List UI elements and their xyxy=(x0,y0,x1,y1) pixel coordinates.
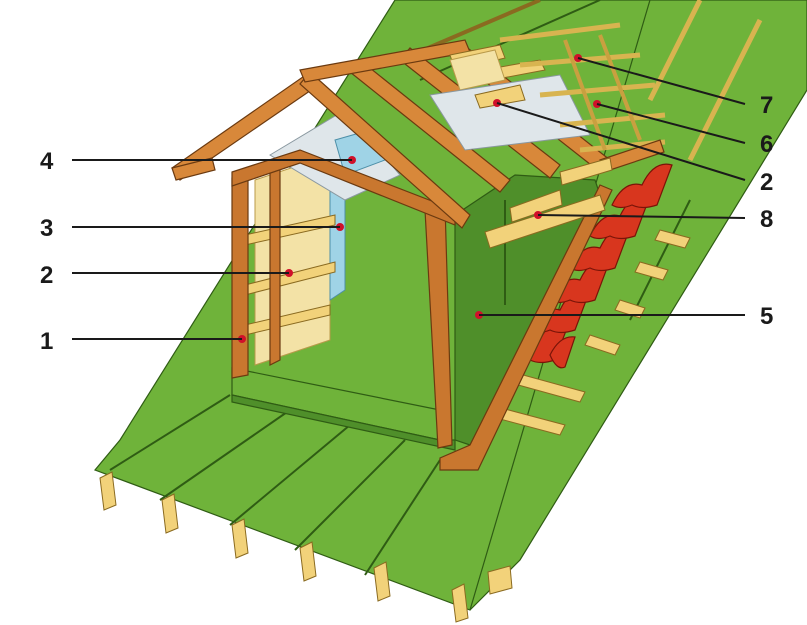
leader-8 xyxy=(537,214,746,219)
dormer-front-frame xyxy=(231,109,456,449)
callout-3: 3 xyxy=(40,215,53,242)
callout-4: 4 xyxy=(40,148,54,175)
callout-1: 1 xyxy=(40,328,53,355)
callout-labels: 4 3 2 1 7 6 2 8 5 xyxy=(40,92,773,355)
rafter-ends xyxy=(99,471,513,623)
leader-2-right xyxy=(496,102,746,181)
lower-roof-strips xyxy=(109,394,441,576)
leader-7 xyxy=(577,57,746,105)
callout-7: 7 xyxy=(760,92,773,119)
dormer-roof xyxy=(171,22,666,249)
leader-6 xyxy=(596,103,746,144)
leader-lines xyxy=(72,57,746,340)
callout-2-left: 2 xyxy=(40,262,53,289)
callout-2-right: 2 xyxy=(760,169,773,196)
callout-5: 5 xyxy=(760,303,773,330)
callout-8: 8 xyxy=(760,206,773,233)
callout-6: 6 xyxy=(760,131,773,158)
